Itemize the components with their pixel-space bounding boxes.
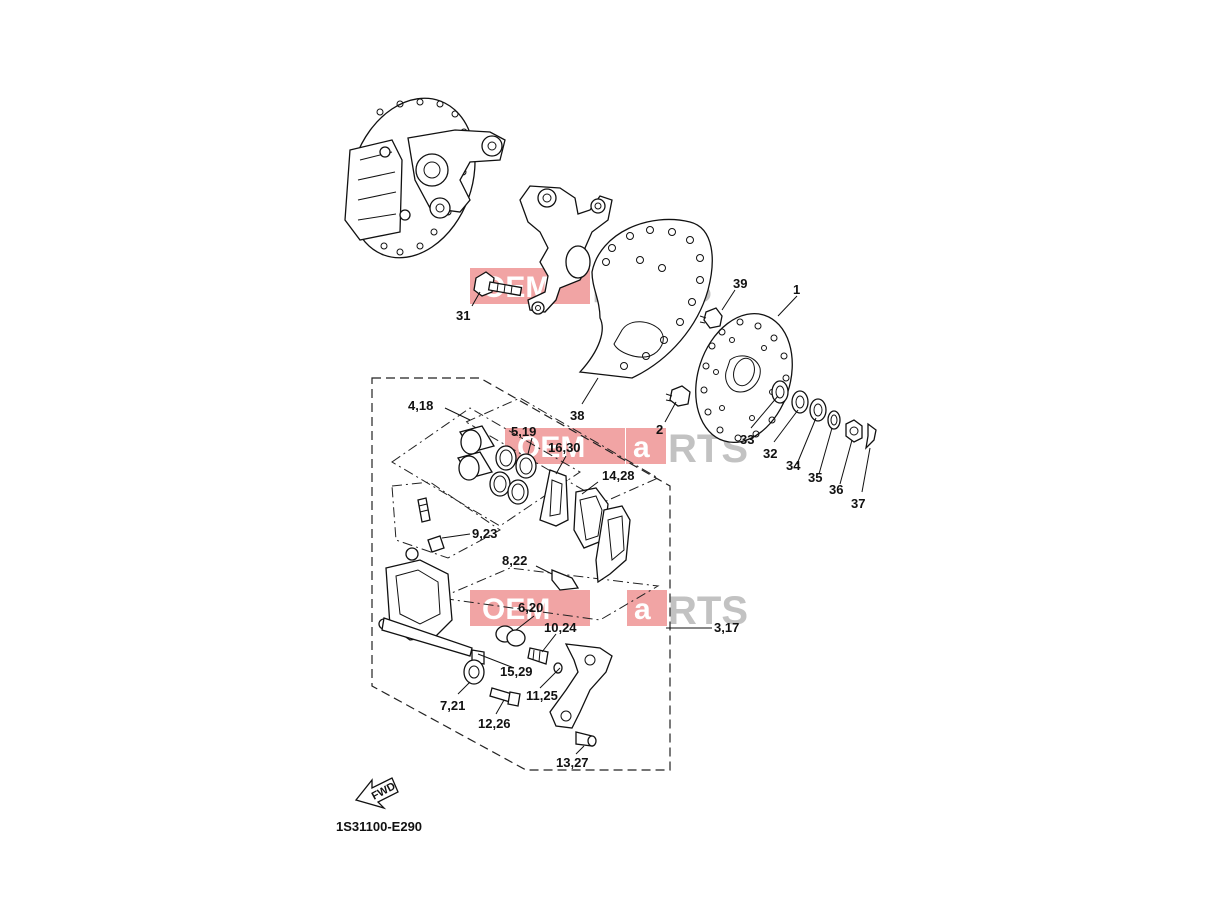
boot-7 [463,659,485,685]
disc-guard [578,218,713,379]
piston-seals [489,445,537,505]
pad-spring [539,469,569,527]
label-2: 2 [656,422,663,437]
spacer-34 [809,398,827,422]
label-37: 37 [851,496,865,511]
washer-35 [827,410,841,430]
label-9-23: 9,23 [472,526,497,541]
label-38: 38 [570,408,584,423]
svg-text:RTS: RTS [668,589,748,633]
bolt-31 [473,271,523,297]
label-34: 34 [786,458,801,473]
castle-nut-36 [845,419,863,443]
label-31: 31 [456,308,470,323]
bolt-2 [665,385,691,407]
brake-pad-front [573,487,609,549]
pin-kit-boundary [438,567,660,621]
label-10-24: 10,24 [544,620,577,635]
piston-18 [457,451,493,481]
pad-support [551,569,580,591]
diagram-code: 1S31100-E290 [336,819,422,834]
bearing-32 [791,390,809,414]
label-11-25: 11,25 [526,688,558,703]
label-14-28: 14,28 [602,468,635,483]
bolt-39 [699,307,723,329]
label-36: 36 [829,482,843,497]
caliper-assembly-boundary [371,377,671,771]
label-39: 39 [733,276,747,291]
brake-disc [695,312,793,444]
label-12-26: 12,26 [478,716,511,731]
piston-4 [459,425,495,455]
label-4-18: 4,18 [408,398,433,413]
label-7-21: 7,21 [440,698,465,713]
fwd-arrow-icon: FWD [354,777,399,810]
watermark-bottom: OEM a RTS [470,589,748,633]
svg-text:OEM: OEM [482,593,550,626]
label-3-17: 3,17 [714,620,739,635]
oil-seal-33 [771,380,789,404]
label-33: 33 [740,432,754,447]
bolt-12 [489,687,521,707]
svg-text:a: a [633,431,650,464]
label-1: 1 [793,282,800,297]
label-13-27: 13,27 [556,755,589,770]
pin-boot [495,625,526,647]
bracket-pin-13 [575,731,597,747]
svg-text:a: a [634,593,651,626]
caliper-body [378,547,473,657]
label-35: 35 [808,470,822,485]
label-15-29: 15,29 [500,664,533,679]
caliper-pin-10 [527,647,549,665]
label-5-19: 5,19 [511,424,536,439]
label-8-22: 8,22 [502,553,527,568]
assembled-brake-view [344,97,506,259]
label-6-20: 6,20 [518,600,543,615]
label-32: 32 [763,446,777,461]
leader-lines [441,289,871,755]
seal-kit-boundary [391,407,581,527]
cotter-pin-37 [865,422,877,450]
bleed-screw-boundary [391,481,501,559]
bleed-screw [417,497,445,553]
caliper-bracket [549,643,613,729]
brake-pad-rear [595,505,631,584]
label-16-30: 16,30 [548,440,581,455]
